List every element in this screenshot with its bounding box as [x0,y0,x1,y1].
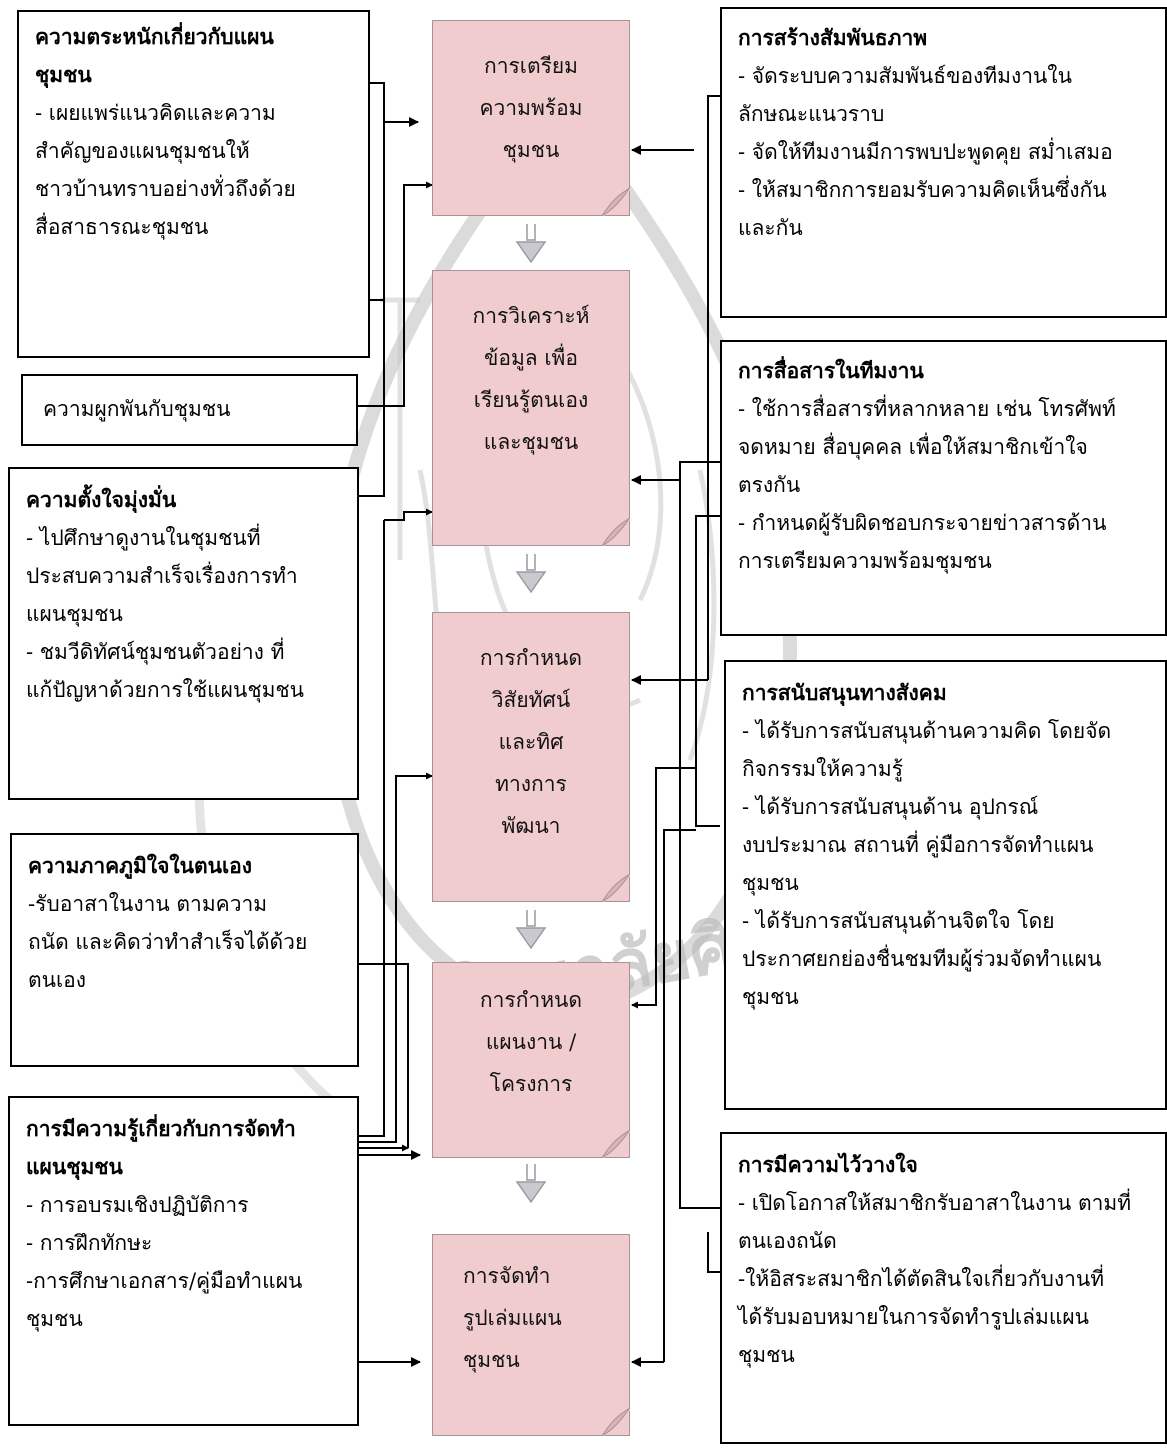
stage-5-plan-booklet: การจัดทำ รูปเล่มแผน ชุมชน [432,1234,630,1436]
pride-item: -รับอาสาในงาน ตามความ [28,892,268,916]
support-item: - ได้รับการสนับสนุนด้านความคิด โดยจัด [742,719,1112,743]
arrow-support-to-stage4 [631,767,696,1009]
knowledge-title-2: แผนชุมชน [26,1154,123,1179]
arrow-commitment-to-stage1 [358,181,433,407]
stage-2-data-analysis: การวิเคราะห์ ข้อมูล เพื่อ เรียนรู้ตนเอง … [432,270,630,546]
stage-2-page-fold [602,518,630,546]
awareness-title-1: ความตระหนักเกี่ยวกับแผน [35,24,274,49]
determination-item: - ไปศึกษาดูงานในชุมชนที่ [26,526,261,550]
pride-title: ความภาคภูมิใจในตนเอง [28,853,253,878]
relations-item: ลักษณะแนวราบ [738,102,885,126]
arrow-determination-to-stage1 [358,185,385,497]
stage-4-plan-project: การกำหนด แผนงาน / โครงการ [432,962,630,1158]
relations-item: และกัน [738,216,803,240]
stage-1-line: การเตรียม [483,54,579,78]
knowledge-box: การมีความรู้เกี่ยวกับการจัดทำ แผนชุมชน -… [8,1096,359,1426]
pride-box: ความภาคภูมิใจในตนเอง -รับอาสาในงาน ตามคว… [10,833,359,1067]
awareness-box: ความตระหนักเกี่ยวกับแผน ชุมชน - เผยแพร่แ… [17,10,370,358]
determination-item: แก้ปัญหาด้วยการใช้แผนชุมชน [26,678,305,702]
determination-title: ความตั้งใจมุ่งมั่น [26,487,177,512]
trust-item: ตนเองถนัด [738,1229,837,1253]
trust-item: - เปิดโอกาสให้สมาชิกรับอาสาในงาน ตามที่ [738,1191,1132,1215]
stage-3-page-fold [602,874,630,902]
stage-2-line: เรียนรู้ตนเอง [473,388,589,412]
arrow-knowledge-to-stage2 [358,520,385,1137]
awareness-title-2: ชุมชน [35,62,92,87]
relations-item: - จัดให้ทีมงานมีการพบปะพูดคุย สม่ำเสมอ [738,140,1113,164]
determination-item: ประสบความสำเร็จเรื่องการทำ [26,564,298,588]
support-item: - ได้รับการสนับสนุนด้าน อุปกรณ์ [742,795,1039,819]
awareness-item: ชาวบ้านทราบอย่างทั่วถึงด้วย [35,177,296,201]
stage-4-line: โครงการ [489,1072,573,1096]
communication-title: การสื่อสารในทีมงาน [738,358,924,383]
support-title: การสนับสนุนทางสังคม [742,680,947,705]
down-arrow-4 [515,1164,547,1204]
stage-3-line: วิสัยทัศน์ [491,688,571,712]
down-arrow-1 [515,224,547,264]
down-arrow-3 [515,910,547,950]
trust-item: -ให้อิสระสมาชิกได้ตัดสินใจเกี่ยวกับงานที… [738,1267,1105,1291]
relations-title: การสร้างสัมพันธภาพ [738,25,928,50]
stage-5-line: ชุมชน [463,1348,520,1372]
pride-item: ถนัด และคิดว่าทำสำเร็จได้ด้วย [28,930,308,954]
stage-3-line: พัฒนา [501,814,561,838]
support-item: กิจกรรมให้ความรู้ [742,757,903,781]
relations-box: การสร้างสัมพันธภาพ - จัดระบบความสัมพันธ์… [720,7,1167,318]
social-support-box: การสนับสนุนทางสังคม - ได้รับการสนับสนุนด… [724,660,1167,1110]
trust-title: การมีความไว้วางใจ [738,1152,918,1177]
commitment-box: ความผูกพันกับชุมชน [21,374,358,446]
stage-3-vision-direction: การกำหนด วิสัยทัศน์ และทิศ ทางการ พัฒนา [432,612,630,902]
stage-2-line: การวิเคราะห์ [472,304,590,328]
stage-4-line: แผนงาน / [485,1030,577,1054]
arrow-knowledge-to-stage3 [358,772,433,1143]
communication-item: จดหมาย สื่อบุคคล เพื่อให้สมาชิกเข้าใจ [738,435,1088,459]
awareness-item: สื่อสาธารณะชุมชน [35,215,209,239]
stage-5-line: การจัดทำ [463,1264,551,1288]
knowledge-item: - การอบรมเชิงปฏิบัติการ [26,1193,249,1217]
relations-item: - จัดระบบความสัมพันธ์ของทีมงานใน [738,64,1073,88]
trust-item: ได้รับมอบหมายในการจัดทำรูปเล่มแผน [738,1305,1090,1329]
determination-item: - ชมวีดิทัศน์ชุมชนตัวอย่าง ที่ [26,640,285,664]
awareness-item: สำคัญของแผนชุมชนให้ [35,139,250,163]
determination-item: แผนชุมชน [26,602,123,626]
relations-item: - ให้สมาชิกการยอมรับความคิดเห็นซึ่งกัน [738,178,1107,202]
communication-item: - ใช้การสื่อสารที่หลากหลาย เช่น โทรศัพท์ [738,397,1116,421]
stage-4-line: การกำหนด [479,988,583,1012]
knowledge-item: ชุมชน [26,1307,83,1331]
commitment-text: ความผูกพันกับชุมชน [43,397,231,421]
stage-1-community-preparation: การเตรียม ความพร้อม ชุมชน [432,20,630,216]
stage-3-line: ทางการ [495,772,567,796]
stage-1-line: ความพร้อม [479,96,583,120]
knowledge-item: - การฝึกทักษะ [26,1231,153,1255]
stage-5-line: รูปเล่มแผน [463,1306,562,1330]
stage-2-line: และชุมชน [483,430,579,454]
stage-1-page-fold [602,188,630,216]
determination-box: ความตั้งใจมุ่งมั่น - ไปศึกษาดูงานในชุมชน… [8,467,359,800]
support-item: ชุมชน [742,985,799,1009]
communication-item: ตรงกัน [738,473,801,497]
stage-3-line: การกำหนด [479,646,583,670]
trust-item: ชุมชน [738,1343,795,1367]
communication-item: - กำหนดผู้รับผิดชอบกระจายข่าวสารด้าน [738,511,1107,535]
stage-3-line: และทิศ [498,730,564,754]
awareness-item: - เผยแพร่แนวคิดและความ [35,101,276,125]
support-item: ชุมชน [742,871,799,895]
support-item: - ได้รับการสนับสนุนด้านจิตใจ โดย [742,909,1055,933]
stage-2-line: ข้อมูล เพื่อ [484,346,578,370]
support-item: งบประมาณ สถานที่ คู่มือการจัดทำแผน [742,833,1094,857]
trust-box: การมีความไว้วางใจ - เปิดโอกาสให้สมาชิกรั… [720,1132,1167,1444]
stage-4-page-fold [602,1130,630,1158]
pride-item: ตนเอง [28,968,87,992]
knowledge-title-1: การมีความรู้เกี่ยวกับการจัดทำ [26,1116,296,1141]
down-arrow-2 [515,554,547,594]
arrow-determination-to-stage2 [384,508,433,521]
communication-box: การสื่อสารในทีมงาน - ใช้การสื่อสารที่หลา… [720,340,1167,636]
communication-item: การเตรียมความพร้อมชุมชน [738,549,992,573]
arrow-pride-to-stage3 [358,963,409,1148]
support-item: ประกาศยกย่องชื่นชมทีมผู้ร่วมจัดทำแผน [742,947,1102,971]
stage-1-line: ชุมชน [502,138,560,162]
knowledge-item: -การศึกษาเอกสาร/คู่มือทำแผน [26,1269,303,1293]
stage-5-page-fold [602,1408,630,1436]
